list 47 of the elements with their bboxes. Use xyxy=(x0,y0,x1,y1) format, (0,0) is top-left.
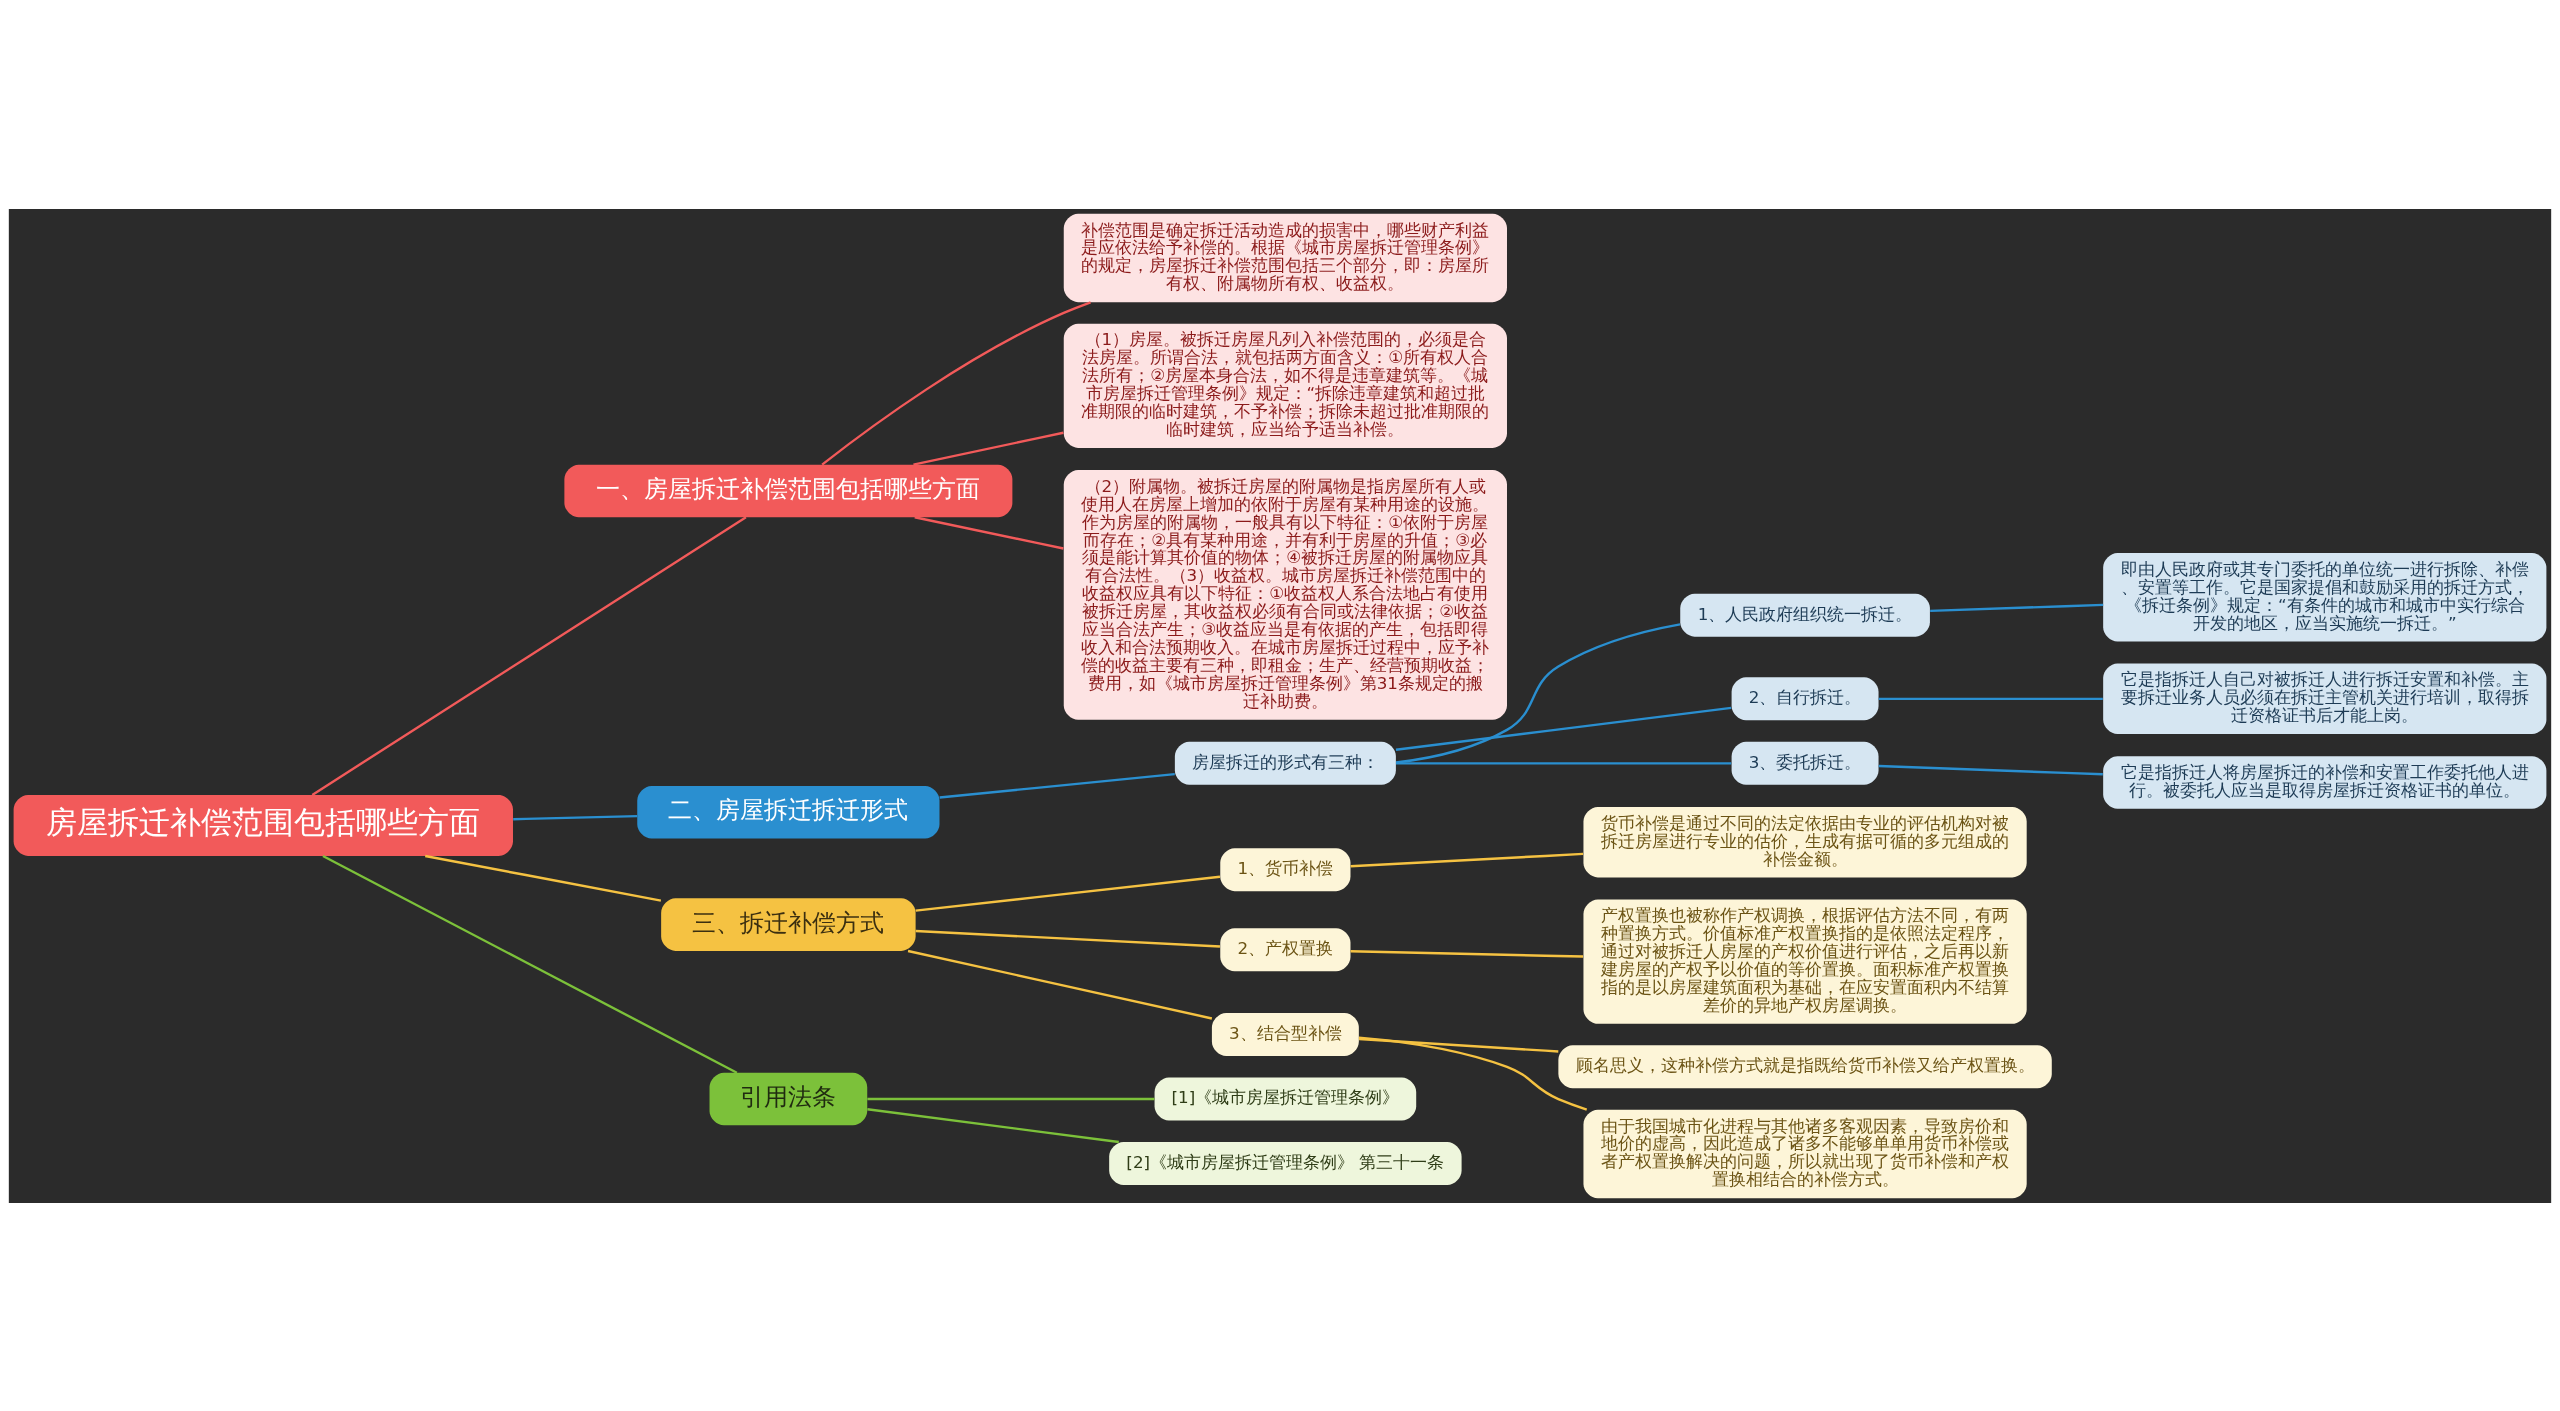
connector xyxy=(322,854,738,1074)
connector xyxy=(867,1097,1155,1100)
connector xyxy=(1395,761,1732,765)
node-box: 它是指拆迁人自己对被拆迁人进行拆迁安置和补偿。主要拆迁业务人员必须在拆迁主管机关进行培训，取得拆迁资格证书后才能上岗。 xyxy=(2103,663,2547,734)
connector xyxy=(915,929,1221,948)
node-box: 产权置换也被称作产权调换，根据评估方法不同，有两种置换方式。价值标准产权置换指的是依照法定程序，通过对被拆迁人房屋的产权价值进行评估，之后再以新建房屋的产权予以价值的等价置换。面积标准产权置换指的是以房屋建筑面积为基础，在应安置面积内不结算差价的异地产权房屋调换。 xyxy=(1583,899,2027,1024)
connector xyxy=(1395,706,1732,751)
node-box: 二、房屋拆迁拆迁形式 xyxy=(637,785,940,839)
connector xyxy=(1395,622,1681,764)
connector xyxy=(867,1107,1119,1143)
connector xyxy=(425,854,662,902)
connector xyxy=(1350,949,1584,958)
node-box: 货币补偿是通过不同的法定依据由专业的评估机构对被拆迁房屋进行专业的估价，生成有据可循的多元组成的补偿金额。 xyxy=(1583,806,2027,877)
node-box: 2、自行拆迁。 xyxy=(1731,676,1879,720)
node-box: 它是指拆迁人将房屋拆迁的补偿和安置工作委托他人进行。被委托人应当是取得房屋拆迁资格证书的单位。 xyxy=(2103,755,2547,809)
node-box: 房屋拆迁补偿范围包括哪些方面 xyxy=(13,794,513,856)
connector xyxy=(821,300,1091,466)
node-box: 一、房屋拆迁补偿范围包括哪些方面 xyxy=(564,464,1013,517)
node-box: 引用法条 xyxy=(709,1072,868,1125)
node-box: 顾名思义，这种补偿方式就是指既给货币补偿又给产权置换。 xyxy=(1558,1044,2052,1088)
connector xyxy=(915,875,1221,912)
node-box: [2]《城市房屋拆迁管理条例》 第三十一条 xyxy=(1109,1141,1462,1185)
node-box: 即由人民政府或其专门委托的单位统一进行拆除、补偿、安置等工作。它是国家提倡和鼓励采用的拆迁方式，《拆迁条例》规定：“有条件的城市和城市中实行综合开发的地区，应当实施统一拆迁。” xyxy=(2103,552,2547,641)
connector xyxy=(1878,764,2103,775)
connector xyxy=(907,949,1213,1020)
connector xyxy=(913,431,1064,466)
connector xyxy=(513,814,638,820)
node-box: 3、结合型补偿 xyxy=(1211,1012,1359,1056)
node-box: 房屋拆迁的形式有三种： xyxy=(1174,741,1396,785)
node-box: 补偿范围是确定拆迁活动造成的损害中，哪些财产利益是应依法给予补偿的。根据《城市房屋拆迁管理条例》的规定，房屋拆迁补偿范围包括三个部分，即：房屋所有权、附属物所有权、收益权。 xyxy=(1063,213,1507,302)
connector xyxy=(1930,603,2104,612)
connector xyxy=(939,772,1175,799)
node-box: 3、委托拆迁。 xyxy=(1731,741,1879,785)
connector xyxy=(1878,697,2103,700)
node-box: 2、产权置换 xyxy=(1220,927,1351,971)
node-box: （1）房屋。被拆迁房屋凡列入补偿范围的，必须是合法房屋。所谓合法，就包括两方面含义：①所有权人合法所有；②房屋本身合法，如不得是违章建筑等。《城市房屋拆迁管理条例》规定：“拆除违章建筑和超过批准期限的临时建筑，不予补偿；拆除未超过批准期限的临时建筑，应当给予适当补偿。 xyxy=(1063,323,1507,448)
connector xyxy=(1350,852,1584,867)
connector xyxy=(1358,1037,1559,1053)
node-box: 由于我国城市化进程与其他诸多客观因素，导致房价和地价的虚高，因此造成了诸多不能够单单用货币补偿或者产权置换解决的问题，所以就出现了货币补偿和产权置换相结合的补偿方式。 xyxy=(1583,1109,2027,1198)
connector xyxy=(311,515,747,796)
connector xyxy=(1358,1035,1588,1111)
node-box: 1、人民政府组织统一拆迁。 xyxy=(1680,593,1930,637)
node-box: 1、货币补偿 xyxy=(1220,847,1351,891)
node-box: [1]《城市房屋拆迁管理条例》 xyxy=(1154,1077,1417,1121)
node-box: （2）附属物。被拆迁房屋的附属物是指房屋所有人或使用人在房屋上增加的依附于房屋有某种用途的设施。作为房屋的附属物，一般具有以下特征：①依附于房屋而存在；②具有某种用途，并有利于房屋的升值；③必须是能计算其价值的物体；④被拆迁房屋的附属物应具有合法性。（3）收益权。城市房屋拆迁补偿范围中的收益权应具有以下特征：①收益权人系合法地占有使用被拆迁房屋，其收益权必须有合同或法律依据；②收益应当合法产生；③收益应当是有依据的产生，包括即得收入和合法预期收入。在城市房屋拆迁过程中，应予补偿的收益主要有三种，即租金；生产、经营预期收益；费用，如《城市房屋拆迁管理条例》第31条规定的搬迁补助费。 xyxy=(1063,469,1507,720)
connector xyxy=(914,515,1064,550)
node-box: 三、拆迁补偿方式 xyxy=(661,897,916,951)
